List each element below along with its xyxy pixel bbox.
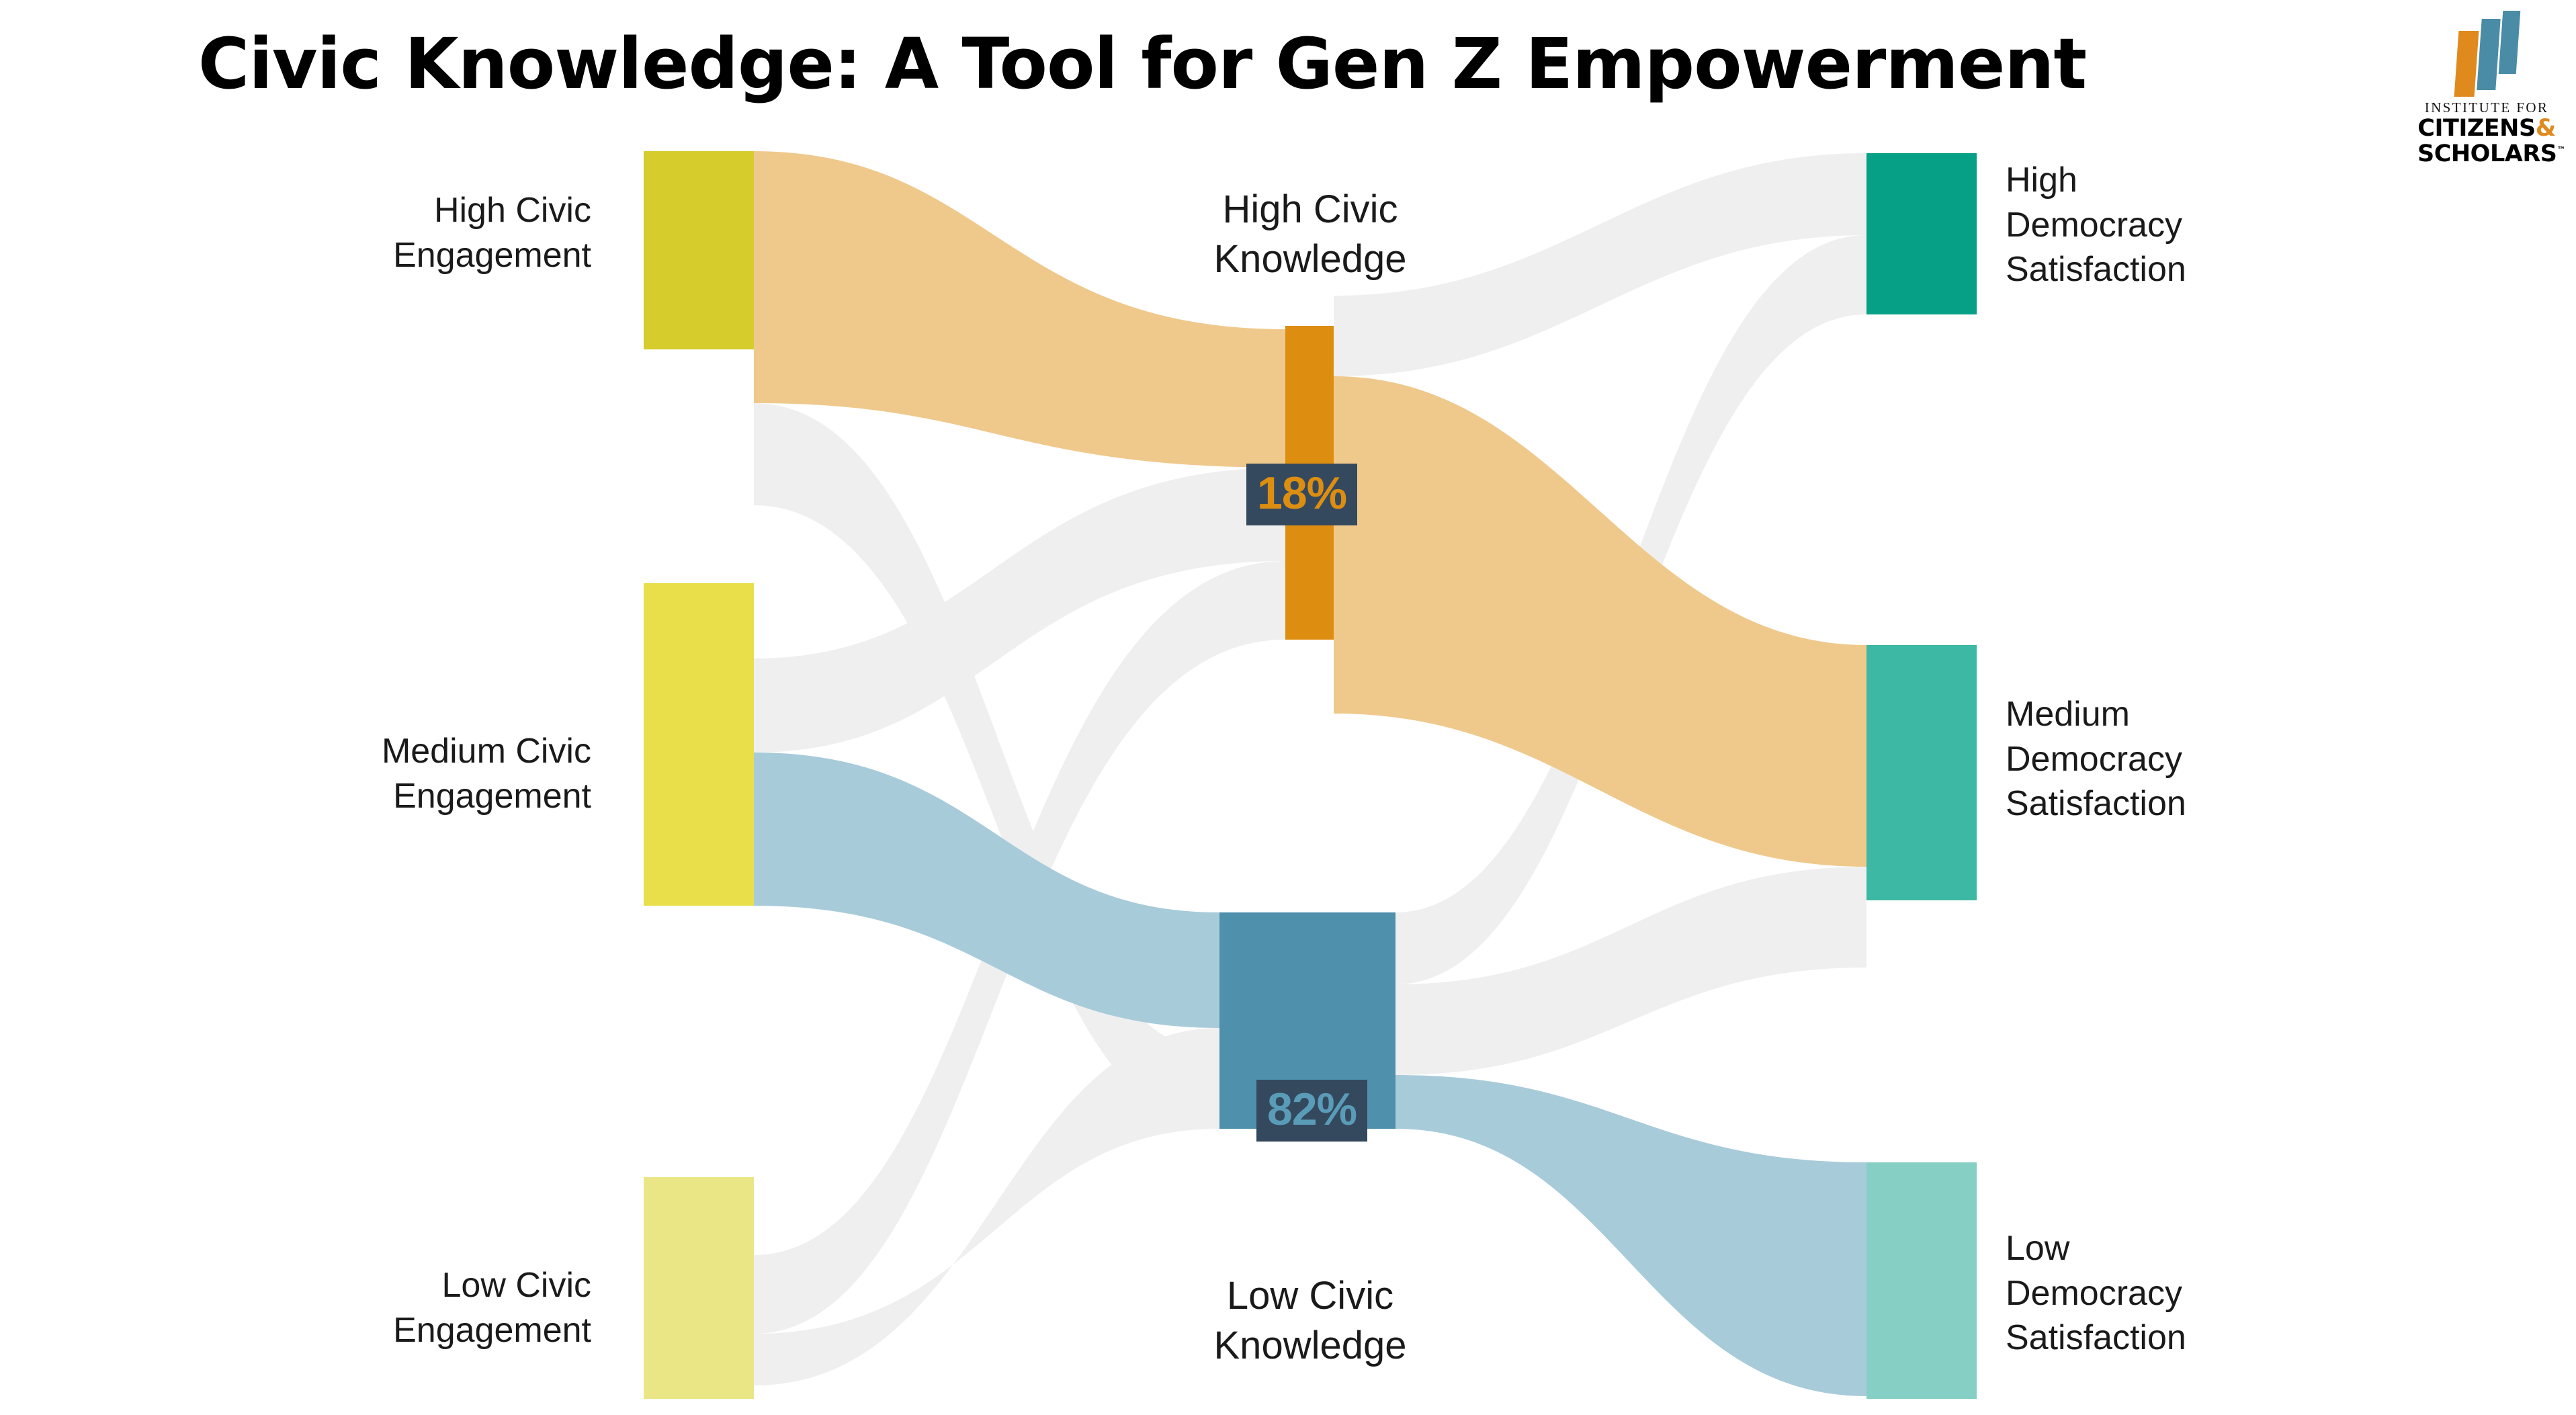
pct-badge-high-knowledge: 18%	[1246, 464, 1358, 525]
label-low-civic-knowledge: Low Civic Knowledge	[1213, 1274, 1407, 1368]
label-high-civic-engagement: High Civic Engagement	[393, 191, 591, 275]
node-high-democracy-satisfaction[interactable]	[1866, 153, 1977, 314]
institute-logo: INSTITUTE FOR CITIZENS& SCHOLARS™	[2417, 5, 2565, 207]
link-high-knowledge-to-high-satisfaction	[1334, 153, 1866, 376]
node-low-democracy-satisfaction[interactable]	[1866, 1162, 1977, 1399]
node-medium-democracy-satisfaction[interactable]	[1866, 645, 1977, 900]
link-low-knowledge-to-low-satisfaction	[1396, 1075, 1866, 1396]
node-medium-civic-engagement[interactable]	[644, 583, 754, 906]
link-high-knowledge-to-medium-satisfaction	[1334, 376, 1866, 867]
pct-badge-low-knowledge: 82%	[1256, 1080, 1368, 1142]
logo-line-institute-for: INSTITUTE FOR	[2424, 99, 2549, 116]
logo-trademark: ™	[2557, 145, 2566, 156]
node-low-civic-engagement[interactable]	[644, 1177, 754, 1399]
label-high-civic-knowledge: High Civic Knowledge	[1213, 187, 1407, 282]
link-low-engagement-to-low-knowledge-main	[754, 1028, 1219, 1385]
link-medium-engagement-to-low-knowledge	[754, 753, 1219, 1028]
logo-citizens-text: CITIZENS	[2417, 115, 2536, 142]
logo-line-scholars: SCHOLARS™	[2417, 140, 2565, 167]
page-title: Civic Knowledge: A Tool for Gen Z Empowe…	[198, 23, 2087, 105]
label-medium-civic-engagement: Medium Civic Engagement	[381, 732, 591, 816]
label-high-democracy-satisfaction: High Democracy Satisfaction	[2006, 161, 2186, 290]
label-medium-democracy-satisfaction: Medium Democracy Satisfaction	[2006, 695, 2186, 824]
link-low-engagement-to-high-knowledge	[754, 561, 1285, 1334]
logo-wordmark: INSTITUTE FOR CITIZENS& SCHOLARS™	[2417, 99, 2565, 167]
link-high-engagement-to-low-knowledge	[754, 403, 1219, 1129]
link-low-knowledge-to-medium-satisfaction	[1396, 867, 1866, 1075]
label-low-democracy-satisfaction: Low Democracy Satisfaction	[2006, 1229, 2186, 1358]
label-low-civic-engagement: Low Civic Engagement	[393, 1266, 591, 1350]
logo-ampersand: &	[2535, 115, 2557, 142]
logo-scholars-text: SCHOLARS	[2417, 140, 2557, 167]
logo-line-citizens: CITIZENS&	[2417, 116, 2556, 142]
link-medium-engagement-to-high-knowledge	[754, 468, 1285, 753]
link-high-engagement-to-high-knowledge	[754, 151, 1285, 468]
node-high-civic-engagement[interactable]	[644, 151, 754, 349]
